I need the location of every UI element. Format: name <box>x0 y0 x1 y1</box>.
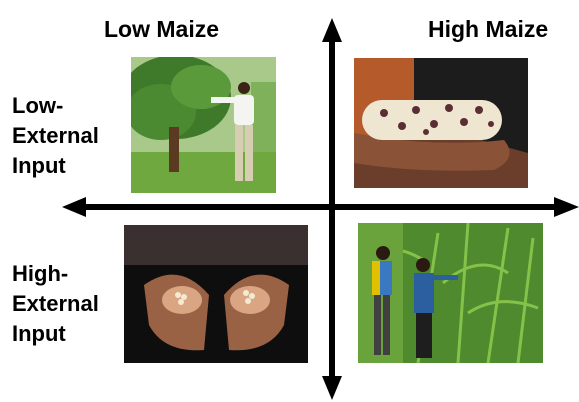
column-label-high-maize: High Maize <box>428 16 549 42</box>
arrow-down-icon <box>322 376 342 400</box>
hand-holding-maize-cob-photo <box>354 58 528 188</box>
row-label-line: External <box>12 123 99 148</box>
row-label-low-external-input: Low- External Input <box>12 91 99 181</box>
column-label-low-maize: Low Maize <box>104 16 220 42</box>
row-label-high-external-input: High- External Input <box>12 259 99 349</box>
people-in-maize-field-photo <box>358 223 543 363</box>
arrow-right-icon <box>554 197 579 217</box>
row-label-line: Input <box>12 153 66 178</box>
arrow-left-icon <box>62 197 86 217</box>
arrow-up-icon <box>322 18 342 42</box>
hands-holding-seeds-photo <box>124 225 308 363</box>
row-label-line: External <box>12 291 99 316</box>
man-with-mango-tree-photo <box>131 57 276 193</box>
row-label-line: Low- <box>12 93 64 118</box>
row-label-line: Input <box>12 321 66 346</box>
row-label-line: High- <box>12 261 69 286</box>
